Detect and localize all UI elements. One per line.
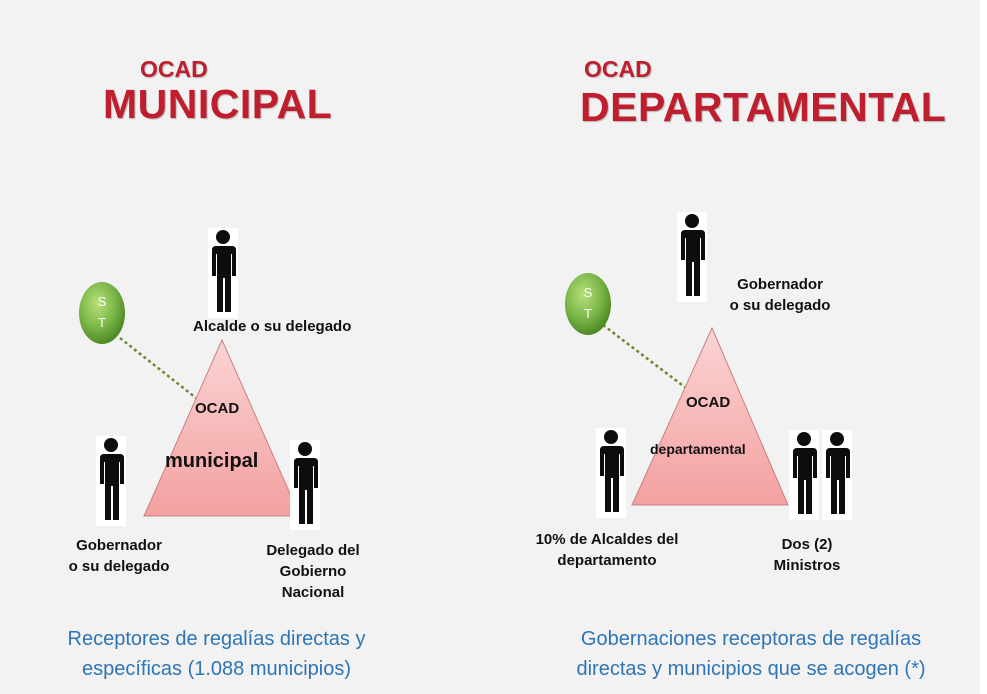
left-ocad-triangle <box>143 338 301 517</box>
label-line: Nacional <box>281 584 345 601</box>
person-icon <box>789 430 819 520</box>
right-bottom-left-role-label: 10% de Alcaldes del departamento <box>517 529 697 571</box>
label-line: departamento <box>557 552 657 569</box>
left-st-letter-t: T <box>98 315 106 330</box>
left-triangle-municipal-label: municipal <box>165 450 259 472</box>
label-line: o su delegado <box>729 297 831 314</box>
right-st-letter-t: T <box>584 306 592 321</box>
right-title-departamental: DEPARTAMENTAL <box>580 84 947 130</box>
right-caption: Gobernaciones receptoras de regalías dir… <box>520 624 982 684</box>
left-caption: Receptores de regalías directas y especí… <box>14 624 419 684</box>
left-st-dotted-line <box>119 337 206 406</box>
right-st-dotted-line <box>602 324 687 389</box>
label-line: o su delegado <box>68 558 170 575</box>
person-icon <box>96 436 126 526</box>
person-icon <box>596 428 626 518</box>
label-line: Dos (2) <box>781 536 833 553</box>
right-triangle-ocad-label: OCAD <box>686 394 731 411</box>
label-line: 10% de Alcaldes del <box>535 531 679 548</box>
caption-line: directas y municipios que se acogen (*) <box>576 658 926 680</box>
left-st-circle <box>79 282 125 344</box>
left-bottom-left-role-label: Gobernador o su delegado <box>54 535 184 577</box>
right-st-circle <box>565 273 611 335</box>
right-title-ocad: OCAD <box>584 56 652 82</box>
right-top-role-label: Gobernador o su delegado <box>710 274 850 316</box>
left-st-letter-s: S <box>97 294 107 309</box>
right-bottom-right-role-label: Dos (2) Ministros <box>752 534 862 576</box>
label-line: Delegado del <box>266 542 360 559</box>
left-triangle-ocad-label: OCAD <box>195 400 240 417</box>
label-line: Gobernador <box>76 537 162 554</box>
caption-line: específicas (1.088 municipios) <box>81 658 351 680</box>
label-line: Ministros <box>773 557 841 574</box>
person-icon <box>677 212 707 302</box>
label-line: Gobernador <box>737 276 823 293</box>
person-icon <box>822 430 852 520</box>
person-icon <box>290 440 320 530</box>
caption-line: Receptores de regalías directas y <box>67 628 366 650</box>
right-triangle-departamental-label: departamental <box>650 441 746 457</box>
left-top-role-label: Alcalde o su delegado <box>193 318 352 335</box>
left-title-municipal: MUNICIPAL <box>103 81 333 127</box>
left-title-ocad: OCAD <box>140 56 208 82</box>
right-ocad-triangle <box>631 326 789 506</box>
right-st-letter-s: S <box>583 285 593 300</box>
caption-line: Gobernaciones receptoras de regalías <box>580 628 922 650</box>
person-icon <box>208 228 238 318</box>
label-line: Gobierno <box>279 563 347 580</box>
left-bottom-right-role-label: Delegado del Gobierno Nacional <box>248 540 378 603</box>
